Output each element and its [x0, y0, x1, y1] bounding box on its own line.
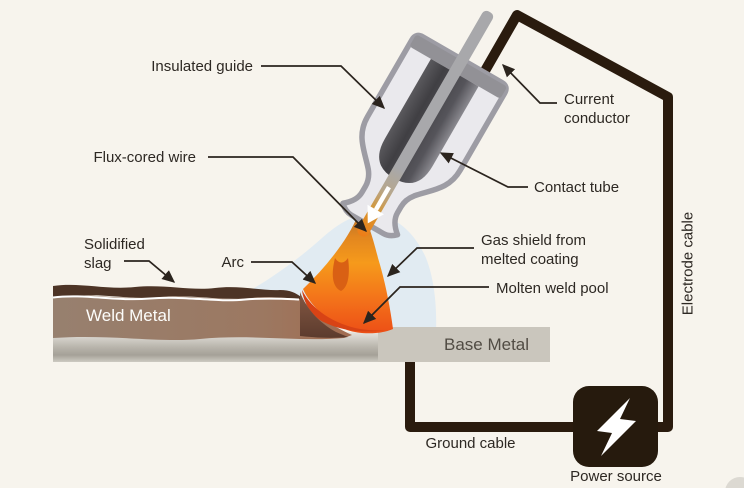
label-ground-cable: Ground cable: [425, 435, 516, 452]
leader-solidified-slag: [124, 260, 176, 283]
base-metal-shape: [378, 327, 550, 362]
lightning-bolt-icon: [597, 398, 636, 456]
wire-feed-arrow-stem: [374, 185, 391, 211]
label-molten-weld-pool: Molten weld pool: [496, 280, 609, 297]
flame-drip-shape: [332, 258, 349, 291]
leader-insulated-guide: [261, 65, 386, 110]
label-gas-shield: Gas shield from melted coating: [481, 232, 587, 268]
flux-cored-wire-shape: [357, 10, 494, 237]
corner-watermark: [725, 477, 744, 488]
ground-cable-line: [405, 356, 580, 432]
label-electrode-cable: Electrode cable: [679, 211, 697, 316]
base-metal-left-shape: [53, 332, 378, 362]
weld-metal-shape: [53, 294, 352, 341]
molten-pool-shape: [302, 290, 393, 332]
label-base-metal: Base Metal: [444, 335, 530, 354]
leader-gas-shield: [386, 247, 474, 278]
leader-flux-cored-wire: [208, 156, 368, 233]
label-solidified-slag: Solidified slag: [84, 236, 145, 272]
label-flux-cored-wire: Flux-cored wire: [93, 149, 196, 166]
weld-metal-edge-shape: [300, 292, 348, 338]
leader-molten-weld-pool: [362, 286, 489, 325]
wire-feed-arrow-icon: [367, 204, 384, 224]
label-current-conductor: Current conductor: [564, 91, 630, 127]
welding-torch: [340, 10, 509, 239]
label-contact-tube: Contact tube: [534, 179, 620, 196]
label-weld-metal: Weld Metal: [86, 306, 171, 325]
label-power-source: Power source: [570, 468, 662, 485]
leader-arc: [251, 261, 317, 284]
label-insulated-guide: Insulated guide: [151, 58, 253, 75]
slag-highlight-line: [52, 295, 300, 302]
label-arc: Arc: [221, 254, 245, 271]
leader-contact-tube: [439, 152, 528, 188]
solidified-slag-shape: [53, 284, 301, 299]
leader-current-conductor: [501, 63, 557, 104]
electrode-cable-line: [469, 10, 673, 432]
leader-lines: [124, 63, 557, 325]
